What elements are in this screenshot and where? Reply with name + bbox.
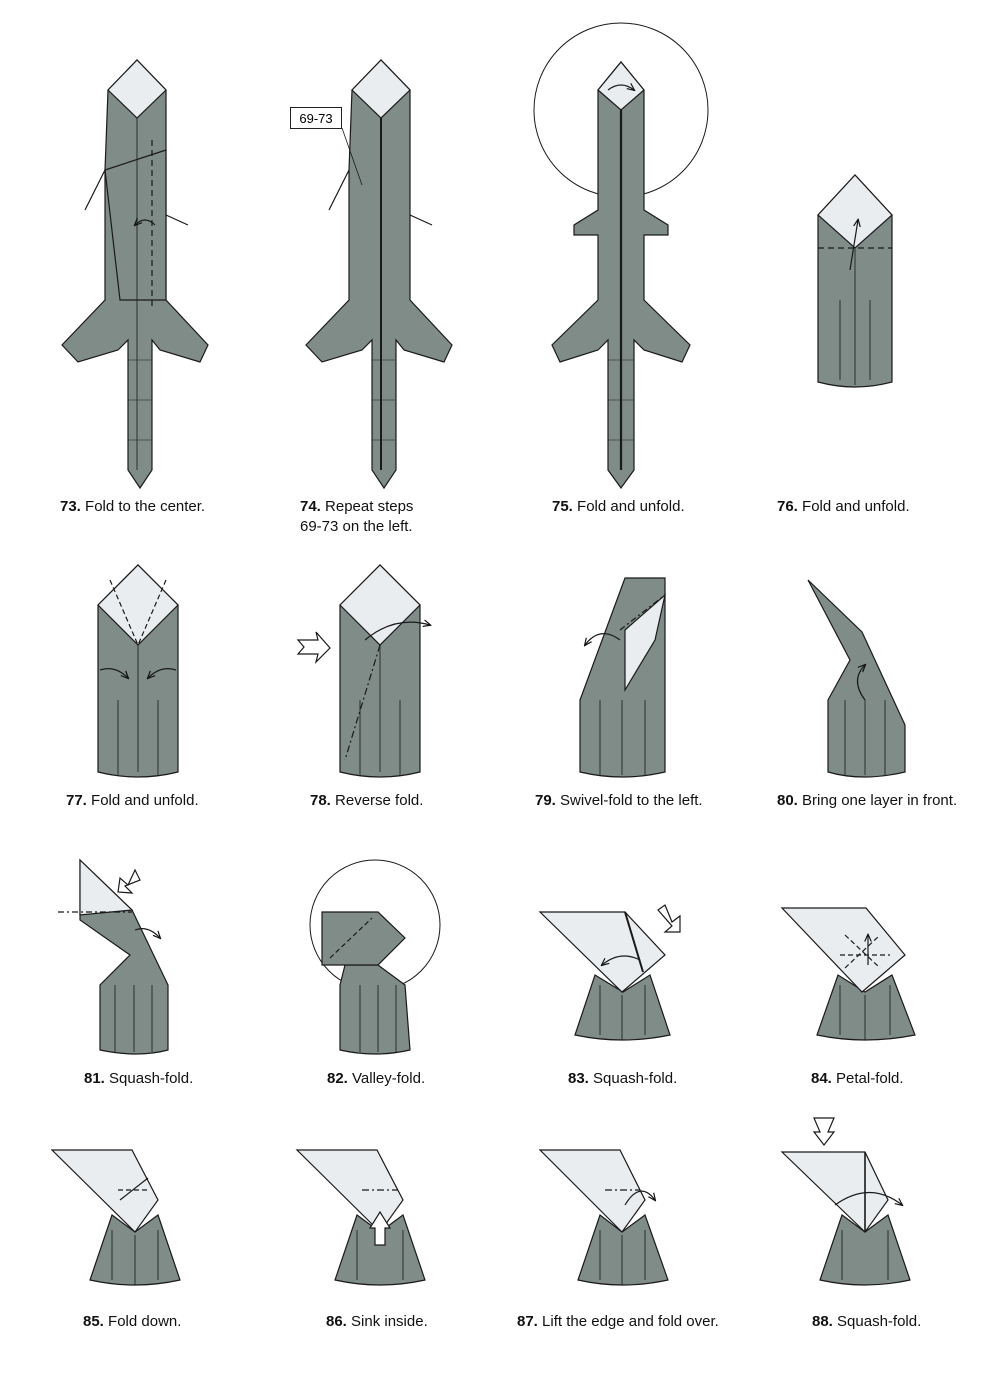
step-number: 87. (517, 1313, 538, 1330)
caption-step-82: 82. Valley-fold. (327, 1070, 426, 1087)
step-number: 79. (535, 792, 556, 809)
step-number: 88. (812, 1313, 833, 1330)
step-number: 84. (811, 1070, 832, 1087)
step-number: 74. (300, 498, 321, 515)
step-77-figure (97, 564, 179, 778)
step-number: 85. (83, 1313, 104, 1330)
step-87-figure (538, 1149, 669, 1286)
caption-step-88: 88. Squash-fold. (812, 1313, 922, 1330)
step-number: 82. (327, 1070, 348, 1087)
step-83-figure (538, 904, 681, 1041)
caption-step-81: 81. Squash-fold. (84, 1070, 194, 1087)
step-number: 81. (84, 1070, 105, 1087)
step-number: 73. (60, 498, 81, 515)
step-number: 77. (66, 792, 87, 809)
caption-step-79: 79. Swivel-fold to the left. (535, 792, 703, 809)
step-number: 75. (552, 498, 573, 515)
caption-step-73: 73. Fold to the center. (60, 498, 206, 515)
step-81-figure (58, 858, 169, 1055)
step-84-figure (780, 907, 916, 1041)
step-88-figure (780, 1117, 911, 1286)
caption-step-83: 83. Squash-fold. (568, 1070, 678, 1087)
caption-step-75: 75. Fold and unfold. (552, 498, 685, 515)
step-85-figure (50, 1149, 181, 1286)
step-number: 83. (568, 1070, 589, 1087)
step-80-figure (807, 579, 906, 778)
step-number: 80. (777, 792, 798, 809)
caption-step-84: 84. Petal-fold. (811, 1070, 904, 1087)
step-74-figure (305, 59, 453, 490)
caption-step-87: 87. Lift the edge and fold over. (517, 1313, 719, 1330)
step-78-figure (296, 564, 430, 778)
caption-step-76: 76. Fold and unfold. (777, 498, 910, 515)
step-76-figure (817, 174, 893, 388)
caption-step-85: 85. Fold down. (83, 1313, 182, 1330)
step-82-figure (309, 859, 441, 1055)
caption-step-86: 86. Sink inside. (326, 1313, 428, 1330)
step-86-figure (295, 1149, 426, 1286)
step-number: 78. (310, 792, 331, 809)
step-number: 76. (777, 498, 798, 515)
reference-label-box: 69-73 (290, 107, 342, 129)
step-73-figure (61, 59, 209, 490)
step-75-figure (533, 22, 709, 490)
caption-step-77: 77. Fold and unfold. (66, 792, 199, 809)
step-79-figure (579, 577, 666, 778)
step-number: 86. (326, 1313, 347, 1330)
caption-step-78: 78. Reverse fold. (310, 792, 424, 809)
caption-step-80: 80. Bring one layer in front. (777, 792, 958, 809)
